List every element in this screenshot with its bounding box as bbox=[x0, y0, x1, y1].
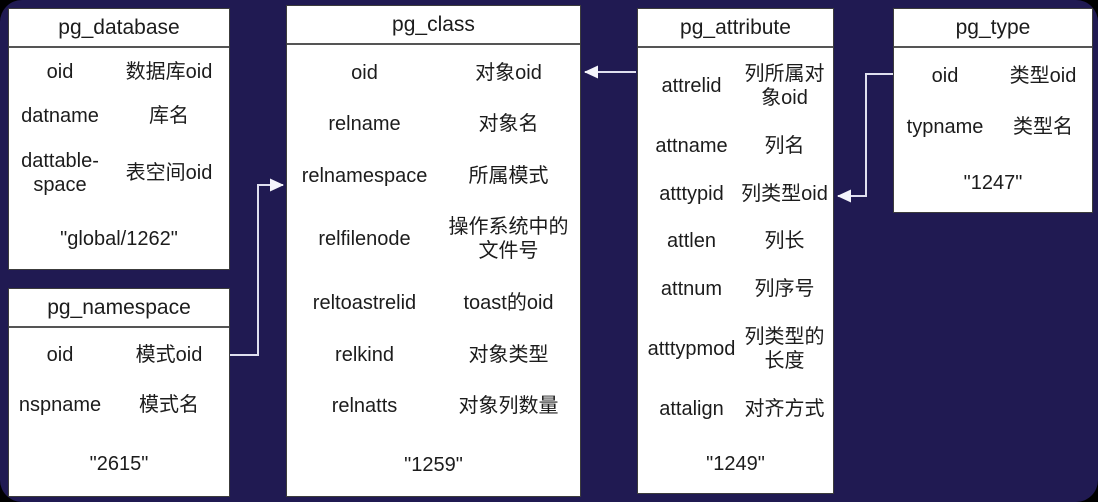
table-pg-namespace: pg_namespace oid 模式oid nspname 模式名 "2615… bbox=[8, 288, 230, 497]
field-description: 对象类型 bbox=[468, 343, 549, 366]
table-row: reltoastrelid toast的oid bbox=[287, 291, 580, 315]
table-row: datname 库名 bbox=[9, 104, 229, 128]
field-description: 列类型oid bbox=[741, 182, 828, 205]
field-description: 列序号 bbox=[754, 278, 815, 301]
field-name: nspname bbox=[18, 394, 102, 416]
field-name: relkind bbox=[335, 343, 394, 366]
field-name: relfilenode bbox=[318, 228, 411, 251]
field-description: 操作系统中的文件号 bbox=[448, 216, 569, 263]
field-description: 列长 bbox=[764, 230, 805, 253]
table-oid-value: "1259" bbox=[404, 453, 463, 476]
field-description: 类型名 bbox=[1013, 115, 1073, 138]
table-row: oid 类型oid bbox=[894, 64, 1092, 88]
table-oid-value: "1247" bbox=[963, 171, 1023, 194]
table-rows: oid 模式oid nspname 模式名 bbox=[9, 328, 229, 432]
table-row: nspname 模式名 bbox=[9, 393, 229, 417]
field-description: 数据库oid bbox=[125, 61, 213, 84]
field-description: 列所属对象oid bbox=[744, 62, 825, 109]
field-name: reltoastrelid bbox=[312, 292, 417, 315]
field-name: oid bbox=[931, 64, 959, 87]
field-name: oid bbox=[46, 61, 74, 84]
field-name: attalign bbox=[659, 397, 724, 420]
field-name: attname bbox=[655, 134, 728, 157]
table-row: relkind 对象类型 bbox=[287, 343, 580, 367]
table-row: attnum 列序号 bbox=[638, 277, 833, 301]
field-description: 列名 bbox=[764, 134, 805, 157]
field-name: oid bbox=[351, 61, 378, 84]
table-row: attlen 列长 bbox=[638, 229, 833, 253]
field-name: atttypmod bbox=[647, 338, 736, 361]
field-name: relnamespace bbox=[301, 164, 428, 187]
field-name: attrelid bbox=[661, 74, 722, 97]
field-description: 对象列数量 bbox=[458, 395, 559, 418]
table-row: relname 对象名 bbox=[287, 112, 580, 136]
field-name: relnatts bbox=[331, 395, 398, 418]
table-pg-class: pg_class oid 对象oid relname 对象名 relnamesp… bbox=[286, 5, 581, 497]
field-description: 对象名 bbox=[478, 113, 539, 136]
field-description: 类型oid bbox=[1009, 64, 1077, 87]
table-oid-value: "global/1262" bbox=[60, 227, 178, 250]
table-title: pg_attribute bbox=[638, 9, 833, 48]
field-name: typname bbox=[906, 115, 984, 138]
table-row: oid 数据库oid bbox=[9, 60, 229, 84]
field-name: relname bbox=[328, 113, 401, 136]
field-description: 列类型的长度 bbox=[744, 326, 825, 373]
table-title: pg_namespace bbox=[9, 289, 229, 328]
table-row: oid 对象oid bbox=[287, 61, 580, 85]
field-description: 模式oid bbox=[135, 344, 203, 366]
field-description: 对象oid bbox=[475, 61, 542, 84]
table-row: typname 类型名 bbox=[894, 115, 1092, 139]
table-row: attalign 对齐方式 bbox=[638, 397, 833, 421]
table-title: pg_type bbox=[894, 9, 1092, 48]
table-oid-value: "1249" bbox=[706, 452, 765, 475]
field-name: oid bbox=[46, 344, 74, 366]
table-row: oid 模式oid bbox=[9, 343, 229, 367]
field-name: atttypid bbox=[659, 182, 724, 205]
table-row: atttypid 列类型oid bbox=[638, 182, 833, 206]
field-description: 表空间oid bbox=[125, 161, 213, 184]
table-pg-type: pg_type oid 类型oid typname 类型名 "1247" bbox=[893, 8, 1093, 213]
table-rows: oid 类型oid typname 类型名 bbox=[894, 48, 1092, 154]
table-row: relnamespace 所属模式 bbox=[287, 164, 580, 188]
table-pg-database: pg_database oid 数据库oid datname 库名 dattab… bbox=[8, 8, 230, 270]
table-title: pg_class bbox=[287, 6, 580, 45]
field-description: 库名 bbox=[149, 105, 189, 128]
table-rows: oid 对象oid relname 对象名 relnamespace 所属模式 … bbox=[287, 45, 580, 434]
table-row: atttypmod 列类型的长度 bbox=[638, 325, 833, 373]
field-description: 对齐方式 bbox=[744, 397, 825, 420]
arrow-pgnamespace-oid-to-pgclass-relnamespace bbox=[229, 178, 284, 356]
field-name: dattable-space bbox=[21, 149, 99, 196]
arrow-pgtype-oid-to-pgattribute-atttypid bbox=[837, 73, 894, 203]
field-description: 模式名 bbox=[139, 394, 199, 416]
table-row: dattable-space 表空间oid bbox=[9, 149, 229, 197]
table-row: relfilenode 操作系统中的文件号 bbox=[287, 215, 580, 263]
field-name: attlen bbox=[667, 230, 716, 253]
table-oid-value: "2615" bbox=[89, 452, 149, 475]
table-rows: oid 数据库oid datname 库名 dattable-space 表空间… bbox=[9, 48, 229, 209]
table-row: attrelid 列所属对象oid bbox=[638, 62, 833, 110]
table-row: relnatts 对象列数量 bbox=[287, 394, 580, 418]
field-name: attnum bbox=[660, 278, 723, 301]
field-name: datname bbox=[21, 105, 99, 128]
table-rows: attrelid 列所属对象oid attname 列名 atttypid 列类… bbox=[638, 48, 833, 435]
field-description: toast的oid bbox=[463, 292, 554, 315]
field-description: 所属模式 bbox=[468, 164, 549, 187]
table-row: attname 列名 bbox=[638, 134, 833, 158]
table-pg-attribute: pg_attribute attrelid 列所属对象oid attname 列… bbox=[637, 8, 834, 494]
table-title: pg_database bbox=[9, 9, 229, 48]
